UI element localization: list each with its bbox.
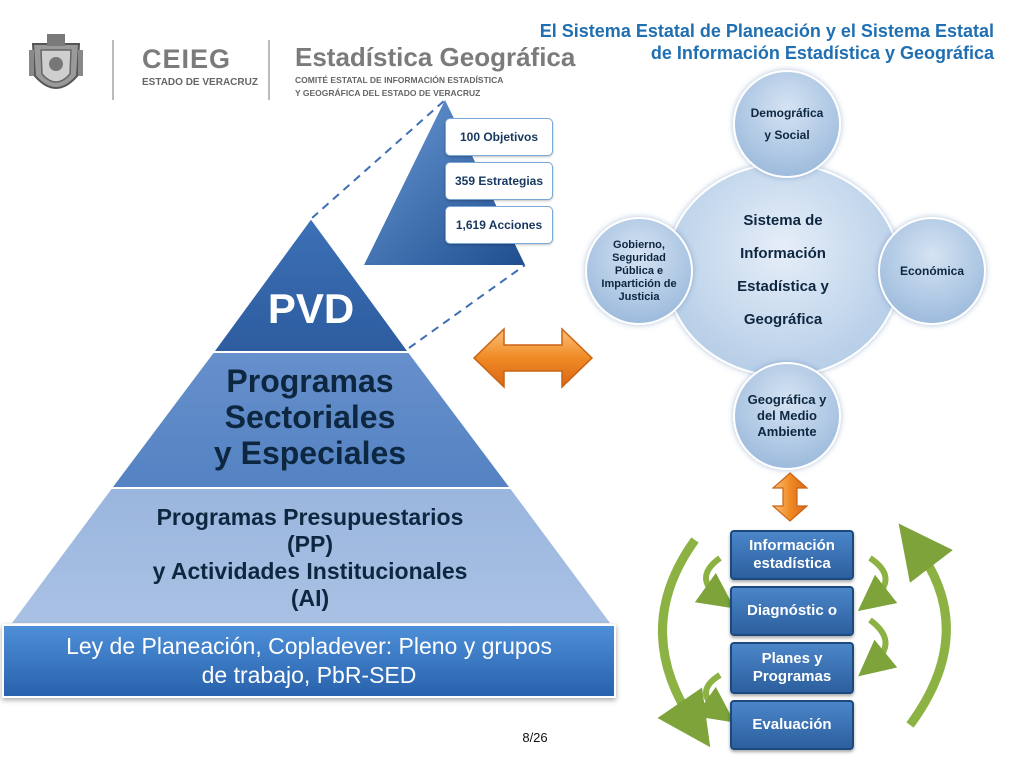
sistema-center-circle: Sistema de Información Estadística y Geo… bbox=[665, 163, 901, 377]
header-divider-2 bbox=[268, 40, 270, 100]
cycle-arrows-graphic bbox=[657, 523, 953, 748]
presupuestarios-line-1: Programas Presupuestarios bbox=[156, 504, 464, 530]
geografica-label: Geográfica y del Medio Ambiente bbox=[747, 392, 827, 439]
stage-diagnostico: Diagnóstic o bbox=[730, 586, 854, 636]
presupuestarios-line-4: (AI) bbox=[290, 585, 330, 611]
programas-line-3: y Especiales bbox=[213, 435, 407, 471]
connector-dashed-1 bbox=[311, 99, 446, 219]
geo-subtitle-2: Y GEOGRÁFICA DEL ESTADO DE VERACRUZ bbox=[295, 88, 481, 98]
stage-informacion: Información estadística bbox=[730, 530, 854, 580]
header-logos: CEIEG ESTADO DE VERACRUZ Estadística Geo… bbox=[0, 0, 575, 110]
estrategias-box: 359 Estrategias bbox=[445, 162, 553, 200]
ley-line-1: Ley de Planeación, Copladever: Pleno y g… bbox=[66, 633, 552, 659]
acciones-box: 1,619 Acciones bbox=[445, 206, 553, 244]
cycle-arrow-right-outer bbox=[898, 523, 953, 728]
programas-line-2: Sectoriales bbox=[224, 399, 396, 435]
double-arrow-vertical-icon bbox=[772, 472, 808, 522]
pvd-label: PVD bbox=[267, 285, 355, 332]
header-divider bbox=[112, 40, 114, 100]
economica-circle: Económica bbox=[878, 217, 986, 325]
stage-planes: Planes y Programas bbox=[730, 642, 854, 694]
gobierno-circle: Gobierno, Seguridad Pública e Impartició… bbox=[585, 217, 693, 325]
veracruz-seal-icon bbox=[29, 34, 83, 89]
demografica-line-1: Demográfica bbox=[750, 106, 824, 120]
cycle-arrow-right-2 bbox=[858, 617, 898, 677]
geo-logo-text: Estadística Geográfica bbox=[295, 42, 576, 72]
cycle-arrow-left-2 bbox=[694, 672, 735, 723]
programas-line-1: Programas bbox=[226, 363, 394, 399]
objetivos-box: 100 Objetivos bbox=[445, 118, 553, 156]
stage-evaluacion: Evaluación bbox=[730, 700, 854, 750]
cycle-arrow-left-1 bbox=[694, 555, 735, 609]
programas-presupuestarios-label: Programas Presupuestarios (PP) y Activid… bbox=[60, 504, 560, 612]
economica-label: Económica bbox=[899, 264, 965, 278]
connector-dashed-2 bbox=[408, 264, 526, 349]
cycle-arrow-left-outer bbox=[657, 537, 711, 748]
slide-title: El Sistema Estatal de Planeación y el Si… bbox=[539, 21, 994, 63]
demografica-circle: Demográfica y Social bbox=[733, 70, 841, 178]
center-line-1: Sistema de bbox=[743, 212, 823, 229]
geo-subtitle-1: COMITÉ ESTATAL DE INFORMACIÓN ESTADÍSTIC… bbox=[295, 75, 504, 85]
center-line-4: Geográfica bbox=[743, 311, 823, 328]
double-arrow-horizontal-icon bbox=[472, 327, 594, 389]
page-number: 8/26 bbox=[522, 730, 548, 745]
cycle-arrow-right-1 bbox=[857, 555, 898, 612]
center-line-2: Información bbox=[740, 245, 826, 262]
ley-line-2: de trabajo, PbR-SED bbox=[201, 662, 417, 688]
ceieg-logo-text: CEIEG bbox=[142, 44, 232, 74]
geografica-circle: Geográfica y del Medio Ambiente bbox=[733, 362, 841, 470]
center-line-3: Estadística y bbox=[737, 278, 829, 295]
presupuestarios-line-2: (PP) bbox=[287, 531, 333, 557]
gobierno-label: Gobierno, Seguridad Pública e Impartició… bbox=[601, 238, 677, 303]
programas-sectoriales-label: Programas Sectoriales y Especiales bbox=[150, 363, 470, 471]
demografica-line-2: y Social bbox=[764, 128, 810, 142]
ceieg-subtitle: ESTADO DE VERACRUZ bbox=[142, 77, 258, 88]
ley-planeacion-bar: Ley de Planeación, Copladever: Pleno y g… bbox=[2, 624, 616, 698]
presupuestarios-line-3: y Actividades Institucionales bbox=[152, 558, 468, 584]
